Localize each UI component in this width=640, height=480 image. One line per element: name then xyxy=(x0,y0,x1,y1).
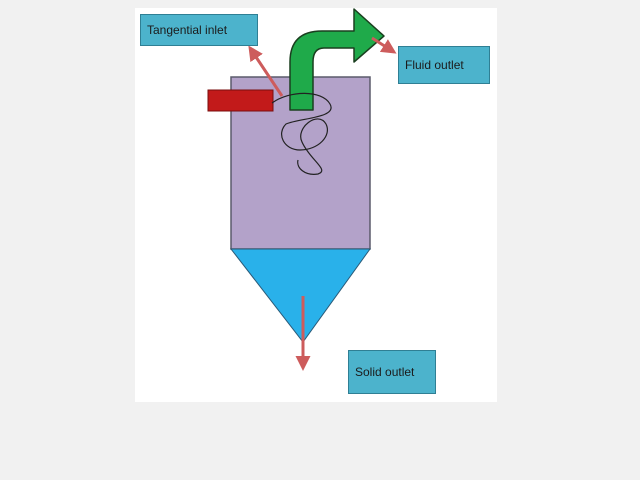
cyclone-cone xyxy=(229,248,371,343)
tangential-inlet-label: Tangential inlet xyxy=(140,14,258,46)
fluid-outlet-pointer-arrow xyxy=(371,36,397,54)
solid-outlet-label: Solid outlet xyxy=(348,350,436,394)
inlet-pointer-arrow xyxy=(248,45,284,97)
tangential-inlet-pipe xyxy=(207,89,274,112)
fluid-outlet-label: Fluid outlet xyxy=(398,46,490,84)
vortex-swirl-path xyxy=(271,92,332,175)
fluid-outlet-curved-arrow xyxy=(289,8,385,111)
